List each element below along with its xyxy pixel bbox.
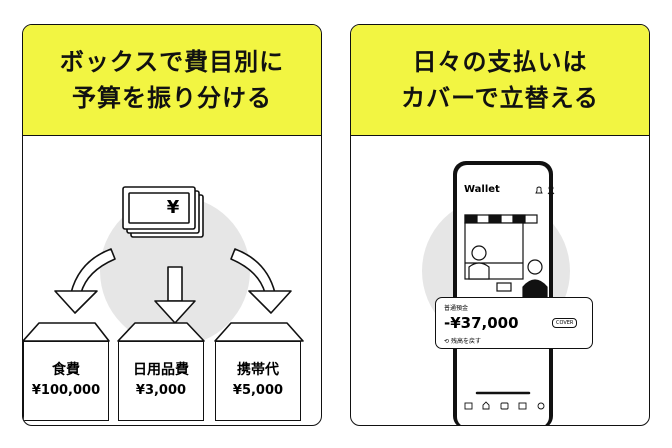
box-amount: ¥3,000 <box>135 383 187 398</box>
box-flap-3 <box>214 322 304 342</box>
budget-box-food[interactable]: 食費 ¥100,000 <box>23 341 109 421</box>
arrow-left-icon <box>54 248 116 314</box>
bell-icon <box>535 186 543 194</box>
home-icon <box>482 401 490 410</box>
wallet-icon <box>464 402 473 410</box>
budget-title-line1: ボックスで費目別に <box>59 48 285 76</box>
restore-balance-link[interactable]: ⟲ 残高を戻す <box>444 338 481 345</box>
budget-box-phone[interactable]: 携帯代 ¥5,000 <box>215 341 301 421</box>
cover-title-line1: 日々の支払いは <box>412 48 588 76</box>
banknote-icon <box>122 186 204 238</box>
user-icon <box>548 185 554 191</box>
phone-bottom-nav <box>464 401 545 410</box>
wallet-app-title: Wallet <box>464 184 500 195</box>
card-icon <box>500 402 509 410</box>
budget-title-line2: 予算を振り分ける <box>72 84 272 112</box>
box-name: 日用品費 <box>133 362 189 378</box>
budget-panel: ボックスで費目別に 予算を振り分ける ¥ <box>22 24 322 426</box>
budget-box-daily-goods[interactable]: 日用品費 ¥3,000 <box>118 341 204 421</box>
box-name: 携帯代 <box>237 362 279 378</box>
box-name: 食費 <box>52 362 80 378</box>
banknote-yen: ¥ <box>166 197 180 218</box>
settings-icon <box>537 402 545 410</box>
gift-icon <box>518 402 527 410</box>
cover-badge: COVER <box>552 318 578 328</box>
cover-banner: 日々の支払いは カバーで立替える <box>351 25 649 136</box>
cover-panel: 日々の支払いは カバーで立替える Wallet <box>350 24 650 426</box>
header-icons <box>535 185 555 195</box>
account-card[interactable]: 普通預金 -¥37,000 COVER ⟲ 残高を戻す <box>435 297 593 349</box>
box-flap-1 <box>23 322 110 342</box>
cover-illustration <box>422 161 570 425</box>
arrow-down-icon <box>154 266 196 324</box>
cover-title-line2: カバーで立替える <box>401 84 599 112</box>
card-amount: -¥37,000 <box>444 314 519 332</box>
budget-illustration <box>23 186 304 346</box>
card-label: 普通預金 <box>444 305 469 312</box>
box-amount: ¥100,000 <box>31 383 101 398</box>
box-amount: ¥5,000 <box>232 383 284 398</box>
arrow-right-icon <box>230 248 292 314</box>
link-icon: ⟲ <box>444 338 451 345</box>
budget-banner: ボックスで費目別に 予算を振り分ける <box>23 25 321 136</box>
